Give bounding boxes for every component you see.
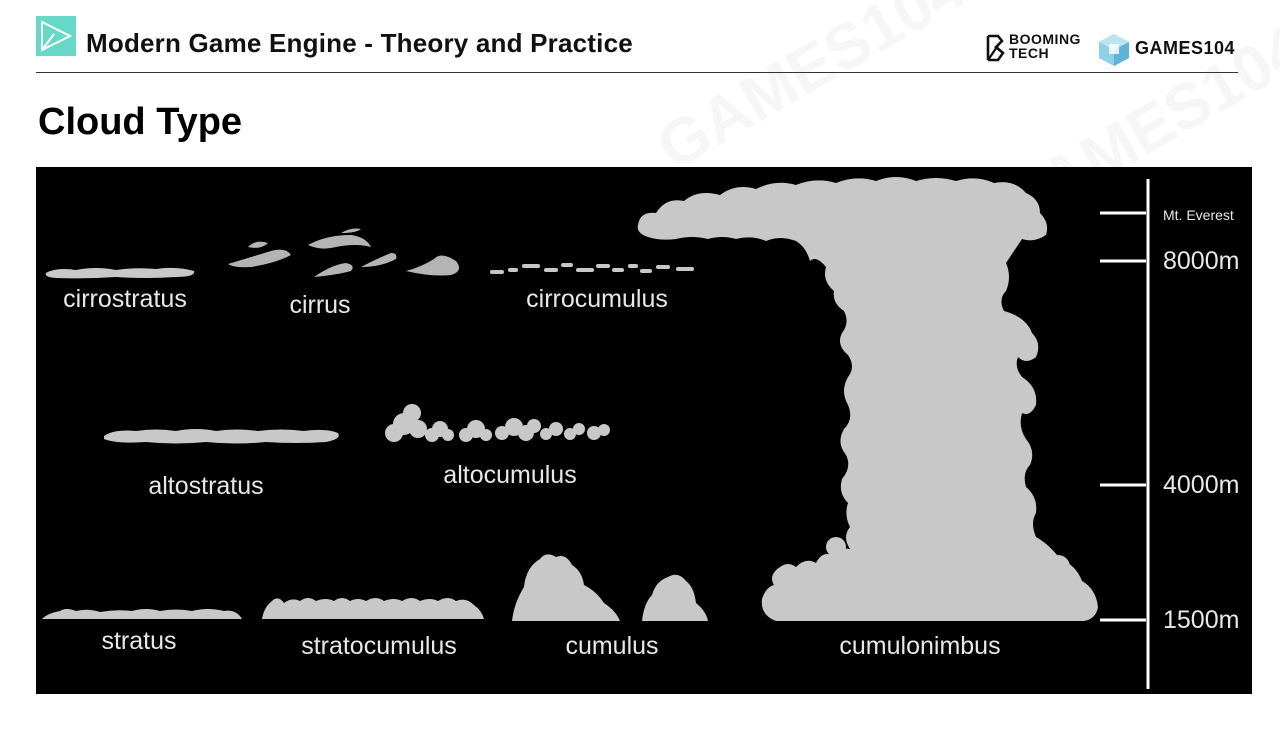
cloud-illustration [42, 177, 1150, 689]
cirrus-cloud [228, 228, 460, 277]
altitude-label-4000m: 4000m [1163, 471, 1240, 499]
label-cumulus: cumulus [565, 632, 659, 660]
altitude-label-everest: Mt. Everest [1163, 207, 1234, 223]
label-cirrocumulus: cirrocumulus [526, 285, 668, 313]
label-stratus: stratus [101, 627, 177, 655]
booming-tech-icon [986, 34, 1005, 62]
deck-title: Modern Game Engine - Theory and Practice [86, 28, 633, 58]
stratus-cloud [42, 609, 242, 619]
altitude-label-8000m: 8000m [1163, 247, 1240, 275]
altitude-scale [1100, 179, 1150, 689]
cumulus-cloud [512, 554, 708, 621]
altostratus-cloud [104, 429, 339, 444]
altocumulus-cloud [385, 404, 610, 442]
cirrostratus-cloud [45, 267, 195, 279]
stratocumulus-cloud [262, 598, 484, 619]
label-altocumulus: altocumulus [443, 461, 577, 489]
label-stratocumulus: stratocumulus [301, 632, 457, 660]
label-cumulonimbus: cumulonimbus [839, 632, 1001, 660]
play-arrow-icon [41, 20, 73, 52]
cloud-type-diagram: cirrostratus cirrus cirrocumulus altostr… [36, 167, 1252, 694]
booming-tech-logo-text: BOOMING TECH [1009, 31, 1081, 61]
label-altostratus: altostratus [148, 472, 264, 500]
cirrocumulus-cloud [490, 263, 694, 274]
brand-logos: BOOMING TECH GAMES104 [985, 30, 1245, 70]
games104-logo-text: GAMES104 [1135, 38, 1236, 58]
altitude-label-1500m: 1500m [1163, 606, 1240, 634]
label-cirrus: cirrus [289, 291, 351, 319]
course-logo [36, 16, 76, 56]
header-divider [36, 72, 1238, 73]
games-cube-icon [1099, 34, 1129, 66]
header: Modern Game Engine - Theory and Practice… [0, 0, 1280, 75]
label-cirrostratus: cirrostratus [63, 285, 187, 313]
cumulonimbus-cloud [637, 177, 1098, 621]
slide-title: Cloud Type [38, 101, 243, 143]
